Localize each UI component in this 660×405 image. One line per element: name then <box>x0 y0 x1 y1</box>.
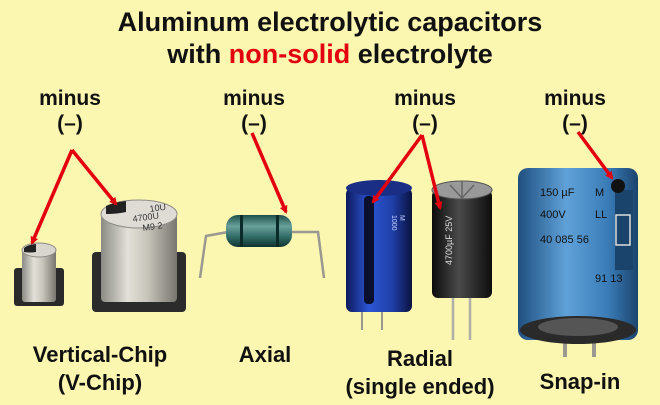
minus-sign: (–) <box>241 112 267 135</box>
snapin-marking-1: 150 µF <box>540 187 575 199</box>
snapin-marking-5: 40 085 56 <box>540 234 589 246</box>
minus-label-snapin: minus (–) <box>530 86 620 136</box>
title-line-1: Aluminum electrolytic capacitors <box>117 7 543 37</box>
arrow-radial-black <box>420 134 443 210</box>
arrow-vchip-large <box>70 148 118 206</box>
minus-sign: (–) <box>57 112 83 135</box>
type-label-line1: Snap-in <box>539 369 621 394</box>
arrow-radial-blue <box>371 133 424 204</box>
radial-blue-capacitor: 1000 M <box>346 180 412 330</box>
snapin-capacitor: 150 µF M 400V LL 40 085 56 91 13 <box>518 168 638 357</box>
minus-label-axial: minus (–) <box>209 86 299 136</box>
vchip-small-capacitor <box>14 242 64 306</box>
type-label-line1: Vertical-Chip <box>32 342 168 367</box>
minus-word: minus <box>223 87 285 110</box>
minus-label-radial: minus (–) <box>380 86 470 136</box>
minus-word: minus <box>544 87 606 110</box>
title-highlight: non-solid <box>228 39 351 69</box>
type-label-line2: (single ended) <box>345 374 495 399</box>
type-label-axial: Axial <box>215 341 315 369</box>
type-label-vchip: Vertical-Chip (V-Chip) <box>5 341 195 397</box>
radial-black-capacitor: 4700µF 25V <box>431 180 493 340</box>
minus-sign: (–) <box>562 112 588 135</box>
snapin-marking-3: 400V <box>540 209 566 221</box>
type-label-line1: Radial <box>386 346 454 371</box>
page-title: Aluminum electrolytic capacitors with no… <box>0 6 660 70</box>
snapin-marking-6: 91 13 <box>595 273 623 285</box>
minus-arrows <box>30 130 614 245</box>
radial-black-marking: 4700µF 25V <box>444 216 454 265</box>
minus-word: minus <box>394 87 456 110</box>
arrow-snapin <box>576 130 614 180</box>
type-label-snapin: Snap-in <box>520 368 640 396</box>
type-label-line2: (V-Chip) <box>57 370 143 395</box>
type-label-line1: Axial <box>238 342 292 367</box>
vchip-marking-2: 4700U <box>132 210 160 224</box>
vchip-marking-3: M9 2 <box>142 220 163 233</box>
svg-text:M: M <box>398 215 405 221</box>
snapin-marking-2: M <box>595 187 604 199</box>
svg-text:1000: 1000 <box>390 215 397 231</box>
vchip-large-capacitor: 10U 4700U M9 2 <box>92 199 186 312</box>
snapin-marking-4: LL <box>595 209 607 221</box>
minus-sign: (–) <box>412 112 438 135</box>
axial-capacitor <box>198 215 326 279</box>
arrow-vchip-small <box>30 149 74 245</box>
title-line-2: with non-solid electrolyte <box>167 39 493 69</box>
arrow-axial <box>250 132 288 214</box>
vchip-marking-1: 10U <box>149 202 167 214</box>
title-line-2-prefix: with <box>167 39 229 69</box>
title-line-2-suffix: electrolyte <box>350 39 493 69</box>
type-label-radial: Radial (single ended) <box>330 345 510 401</box>
minus-word: minus <box>39 87 101 110</box>
minus-label-vchip: minus (–) <box>25 86 115 136</box>
